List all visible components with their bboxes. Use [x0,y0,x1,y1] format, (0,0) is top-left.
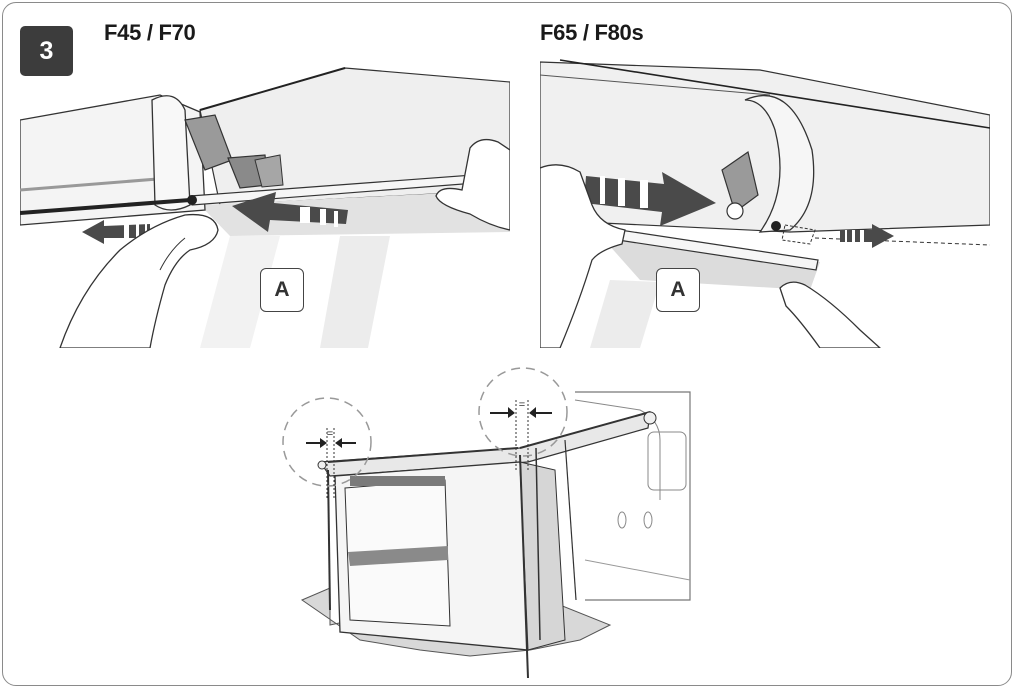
panel-title-right: F65 / F80s [540,20,644,45]
detail-circle-left [282,397,372,487]
equal-mark-left: = [327,428,333,440]
right-panel-illustration [540,59,990,348]
arrow-in-left-2 [490,407,515,418]
right-arrow-small [840,224,894,248]
label-a-left: A [260,268,304,312]
equal-mark-right: = [519,399,525,411]
arrow-in-left [306,438,327,448]
arrow-in-right-2 [529,407,552,418]
detail-circle-right [478,367,568,457]
step-number-badge: 3 [20,26,73,76]
right-arrow-large [584,172,716,226]
left-panel-illustration [20,67,510,348]
arrow-in-right [335,438,356,448]
tent-overview: = = [282,367,691,679]
left-arrow-large [232,192,348,232]
label-a-right: A [656,268,700,312]
panel-title-left: F45 / F70 [104,20,196,45]
